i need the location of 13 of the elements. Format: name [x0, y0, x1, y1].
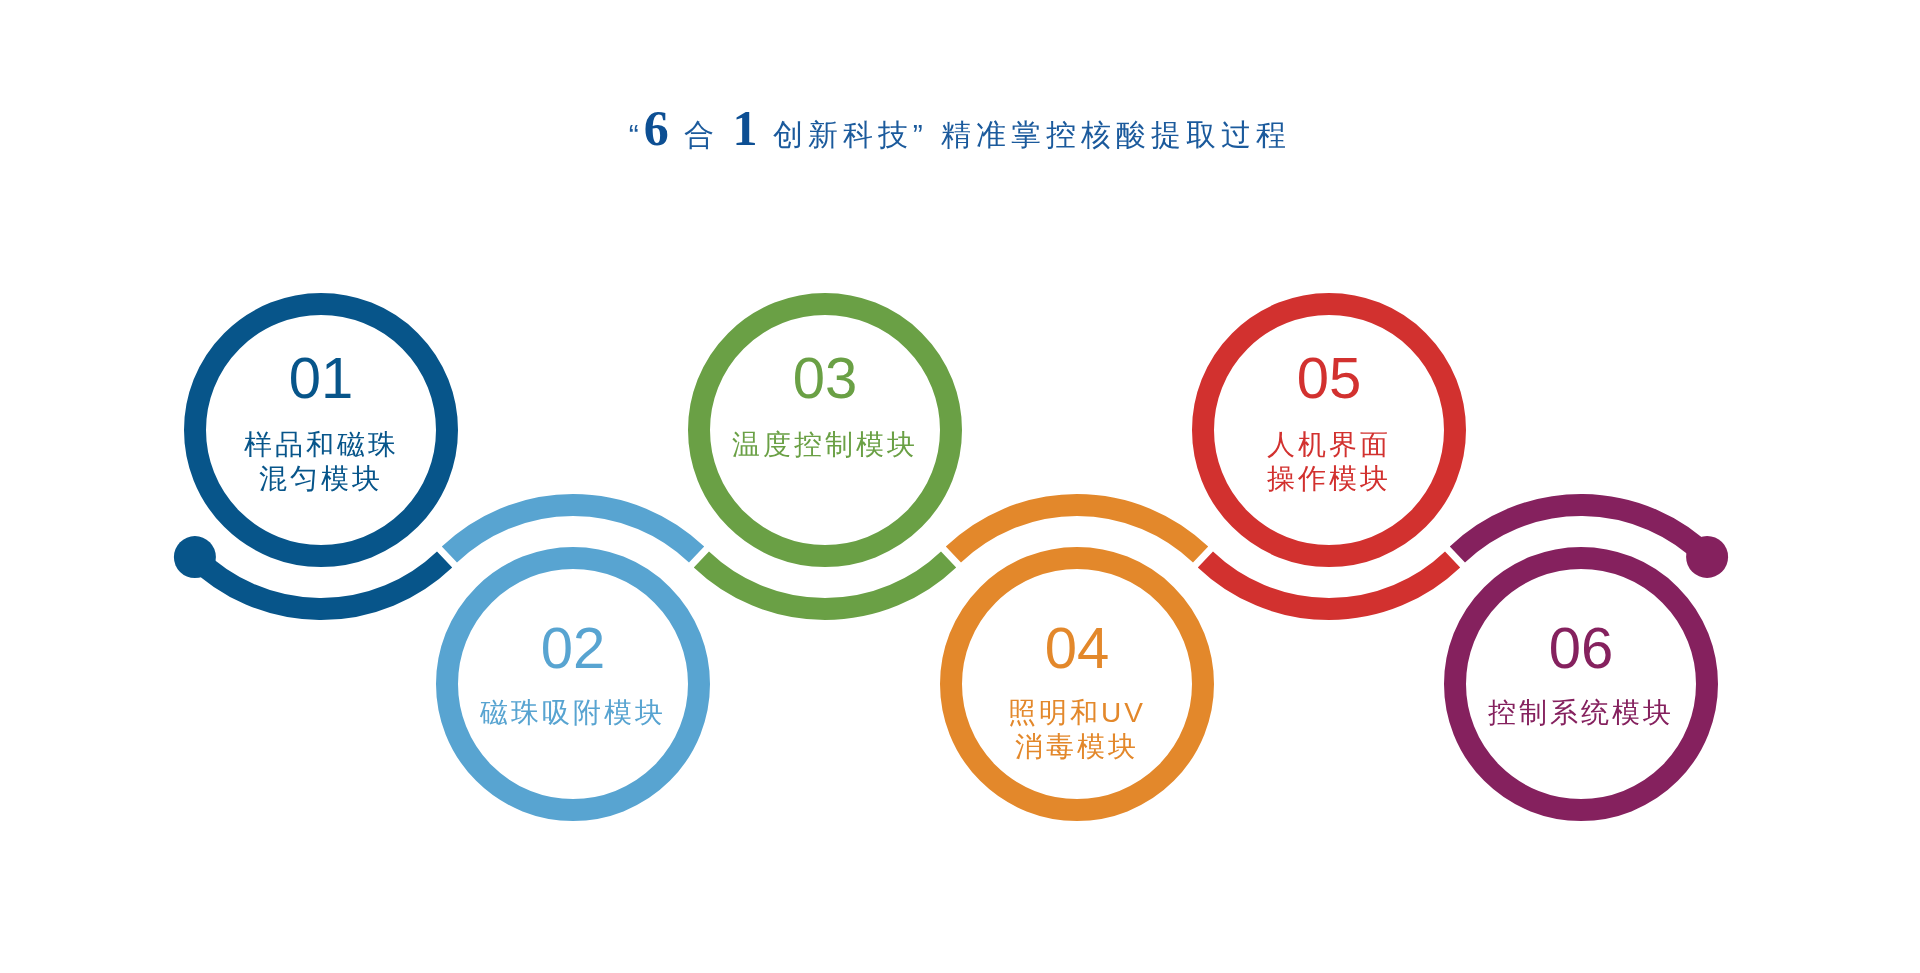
step-number: 02: [540, 616, 606, 680]
title: “6 合 1 创新科技” 精准掌控核酸提取过程: [628, 99, 1292, 158]
step-label: 磁珠吸附模块: [479, 696, 667, 730]
step-number: 05: [1296, 346, 1362, 410]
step-number: 04: [1044, 616, 1110, 680]
step-label: 照明和UV消毒模块: [1007, 696, 1147, 764]
step-number: 06: [1548, 616, 1614, 680]
step-label: 温度控制模块: [731, 428, 919, 462]
step-label: 样品和磁珠混匀模块: [242, 428, 400, 496]
step-label: 人机界面操作模块: [1266, 428, 1392, 496]
step-label: 控制系统模块: [1487, 696, 1675, 730]
step-number: 01: [288, 346, 354, 410]
step-number: 03: [792, 346, 858, 410]
